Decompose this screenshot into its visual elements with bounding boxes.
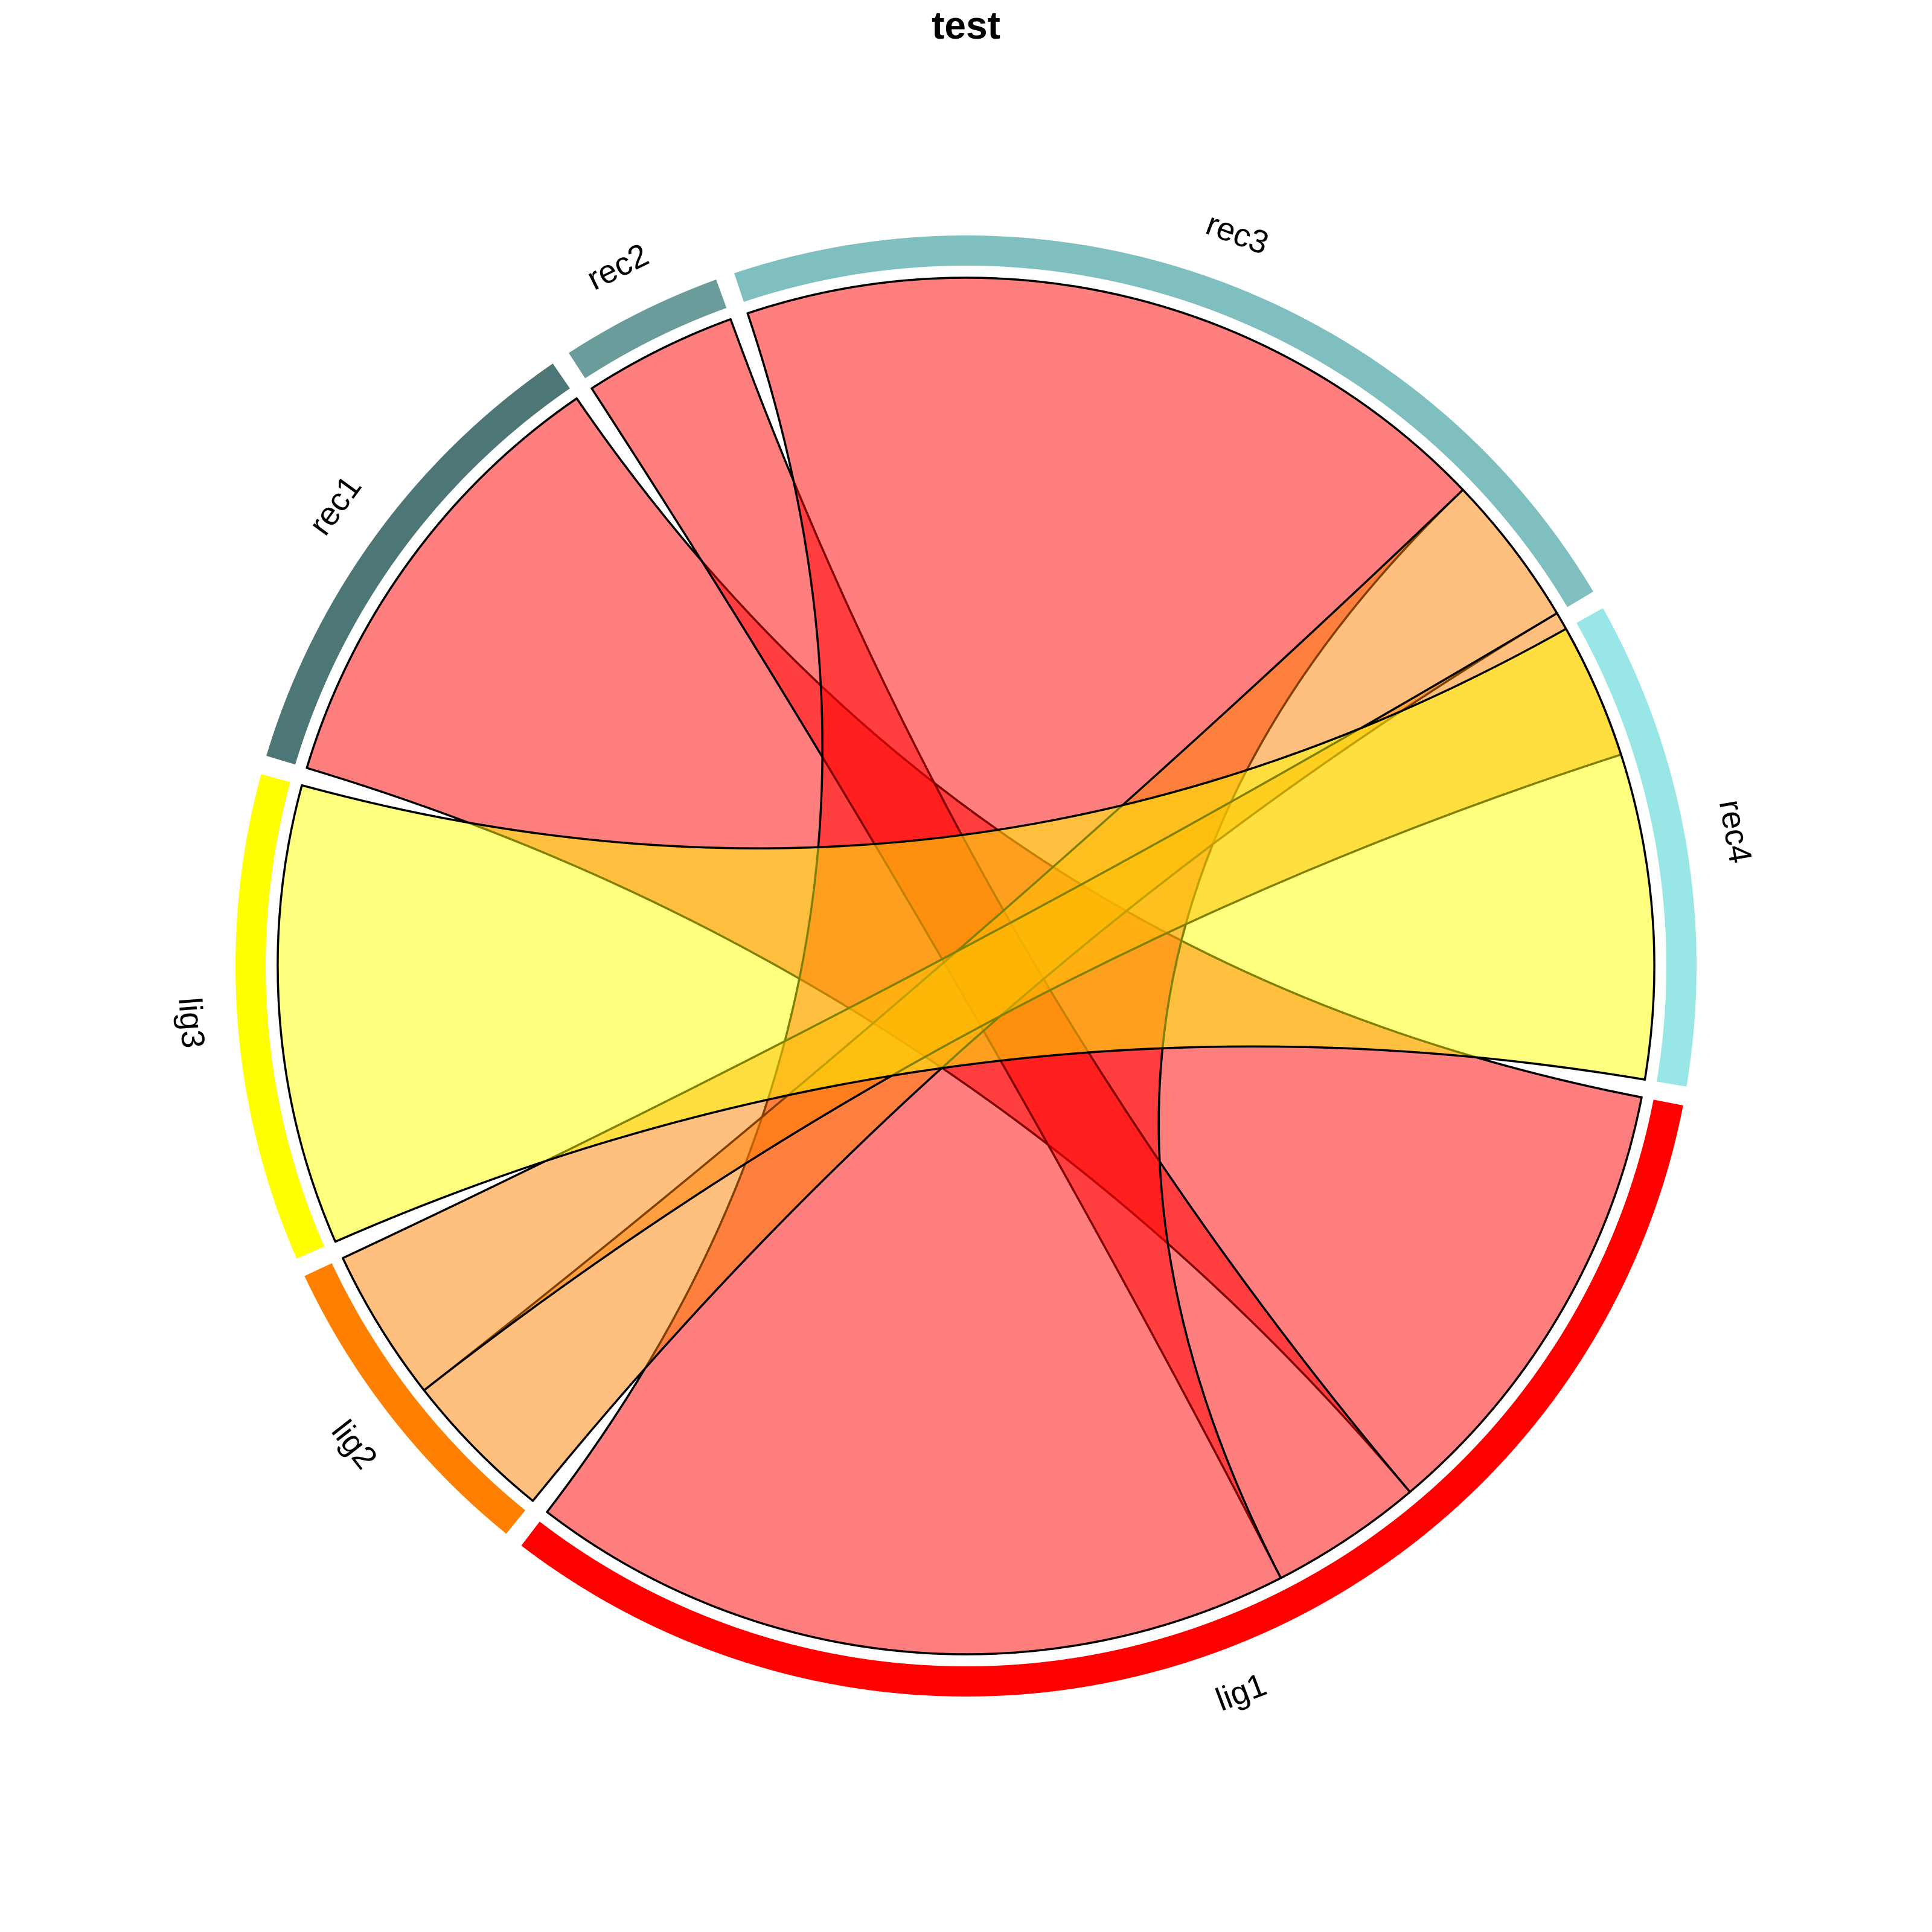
sector-band-rec1 [266,363,570,765]
sector-label-rec3: rec3 [1201,205,1273,261]
sector-label-rec2: rec2 [581,237,654,298]
sector-band-lig3 [235,774,325,1259]
sector-label-rec4: rec4 [1712,797,1759,866]
sector-band-lig2 [304,1263,525,1534]
sector-label-lig1: lig1 [1211,1666,1271,1718]
chart-title: test [932,4,1000,47]
sector-band-rec2 [568,279,727,379]
sector-label-lig2: lig2 [325,1413,385,1476]
sector-label-lig3: lig3 [171,996,211,1049]
link-lig3-rec4-5 [277,627,1655,1243]
sector-band-rec4 [1576,608,1697,1087]
sector-band-rec3 [734,235,1593,607]
sectors-layer [235,235,1697,1697]
sector-label-rec1: rec1 [302,469,368,542]
links-layer [277,277,1655,1655]
sector-band-lig1 [521,1099,1683,1697]
